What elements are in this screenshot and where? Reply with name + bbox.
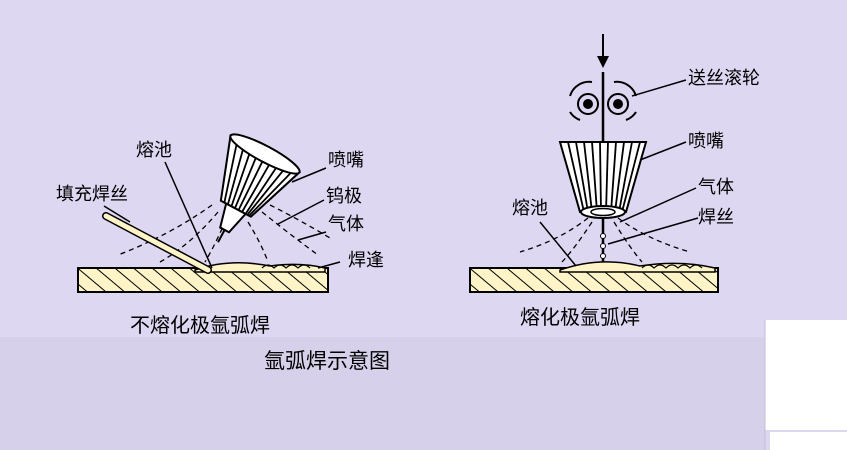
label-gas-left: 气体 bbox=[328, 214, 364, 235]
leader-rollers bbox=[631, 79, 687, 97]
weld-pool-right bbox=[559, 261, 716, 273]
label-wire: 焊丝 bbox=[698, 207, 734, 228]
tig-diagram: 熔池 填充焊丝 喷嘴 钨极 气体 焊逢 不熔化极氩弧焊 bbox=[56, 133, 384, 337]
label-weld-pool-left: 熔池 bbox=[136, 140, 172, 161]
leader-tungsten bbox=[277, 199, 325, 225]
caption-mig: 熔化极氩弧焊 bbox=[520, 305, 640, 329]
leader-nozzle-left bbox=[291, 167, 327, 183]
leader-wire bbox=[607, 217, 699, 245]
leader-gas-left bbox=[297, 231, 327, 241]
wire-feed-rollers bbox=[569, 80, 637, 121]
wire-feed-arrow bbox=[597, 34, 609, 68]
figure-title: 氩弧焊示意图 bbox=[264, 349, 390, 373]
leader-weld-seam bbox=[317, 261, 341, 269]
mig-diagram: 送丝滚轮 喷嘴 气体 焊丝 熔池 熔化极氩弧焊 bbox=[469, 34, 760, 329]
weld-bead-left bbox=[194, 262, 326, 273]
leader-gas-right bbox=[619, 187, 697, 223]
label-filler-wire: 填充焊丝 bbox=[56, 184, 128, 205]
white-strip-corner bbox=[770, 432, 847, 450]
label-nozzle-right: 喷嘴 bbox=[688, 131, 724, 152]
tig-nozzle bbox=[217, 133, 302, 243]
label-weld-seam: 焊逢 bbox=[348, 250, 384, 271]
label-weld-pool-right: 熔池 bbox=[512, 198, 548, 219]
leader-weld-pool-left bbox=[164, 161, 213, 269]
white-strip-right bbox=[765, 320, 847, 430]
leader-nozzle-right bbox=[639, 141, 687, 161]
shielding-gas-right bbox=[519, 217, 691, 263]
metal-droplets bbox=[600, 233, 606, 259]
mig-nozzle bbox=[558, 141, 648, 219]
leader-weld-pool-right bbox=[539, 221, 577, 267]
label-tungsten-electrode: 钨极 bbox=[326, 186, 362, 207]
caption-tig: 不熔化极氩弧焊 bbox=[130, 313, 270, 337]
leader-filler-wire bbox=[103, 205, 131, 223]
label-gas-right: 气体 bbox=[698, 177, 734, 198]
lower-panel bbox=[0, 337, 765, 450]
filler-wire-rod bbox=[102, 212, 212, 274]
label-nozzle-left: 喷嘴 bbox=[328, 150, 364, 171]
label-wire-feed-rollers: 送丝滚轮 bbox=[688, 68, 760, 89]
